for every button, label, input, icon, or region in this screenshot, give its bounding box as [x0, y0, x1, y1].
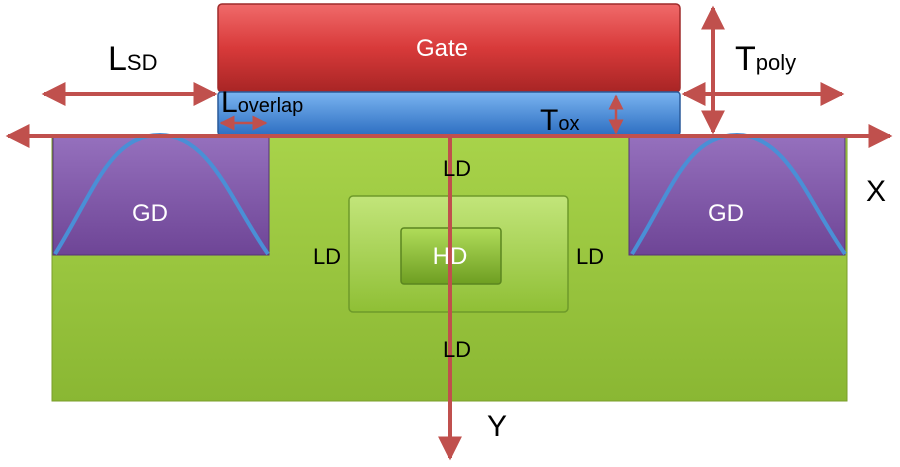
gd-region-right	[628, 136, 846, 256]
gd-left-label: GD	[132, 200, 168, 227]
lsd-label: LSD	[108, 40, 157, 78]
gd-region-left	[52, 136, 270, 256]
hd-label: HD	[433, 243, 468, 270]
loverlap-label: Loverlap	[221, 86, 303, 119]
y-axis-label: Y	[487, 410, 507, 443]
ld-left-label: LD	[313, 244, 341, 269]
ld-top-label: LD	[443, 156, 471, 181]
tox-label: Tox	[540, 104, 579, 137]
ld-right-label: LD	[576, 244, 604, 269]
x-axis-label: X	[866, 175, 886, 208]
gate-label: Gate	[416, 35, 468, 62]
gd-right-label: GD	[708, 200, 744, 227]
tpoly-label: Tpoly	[735, 40, 796, 78]
ld-bottom-label: LD	[443, 337, 471, 362]
